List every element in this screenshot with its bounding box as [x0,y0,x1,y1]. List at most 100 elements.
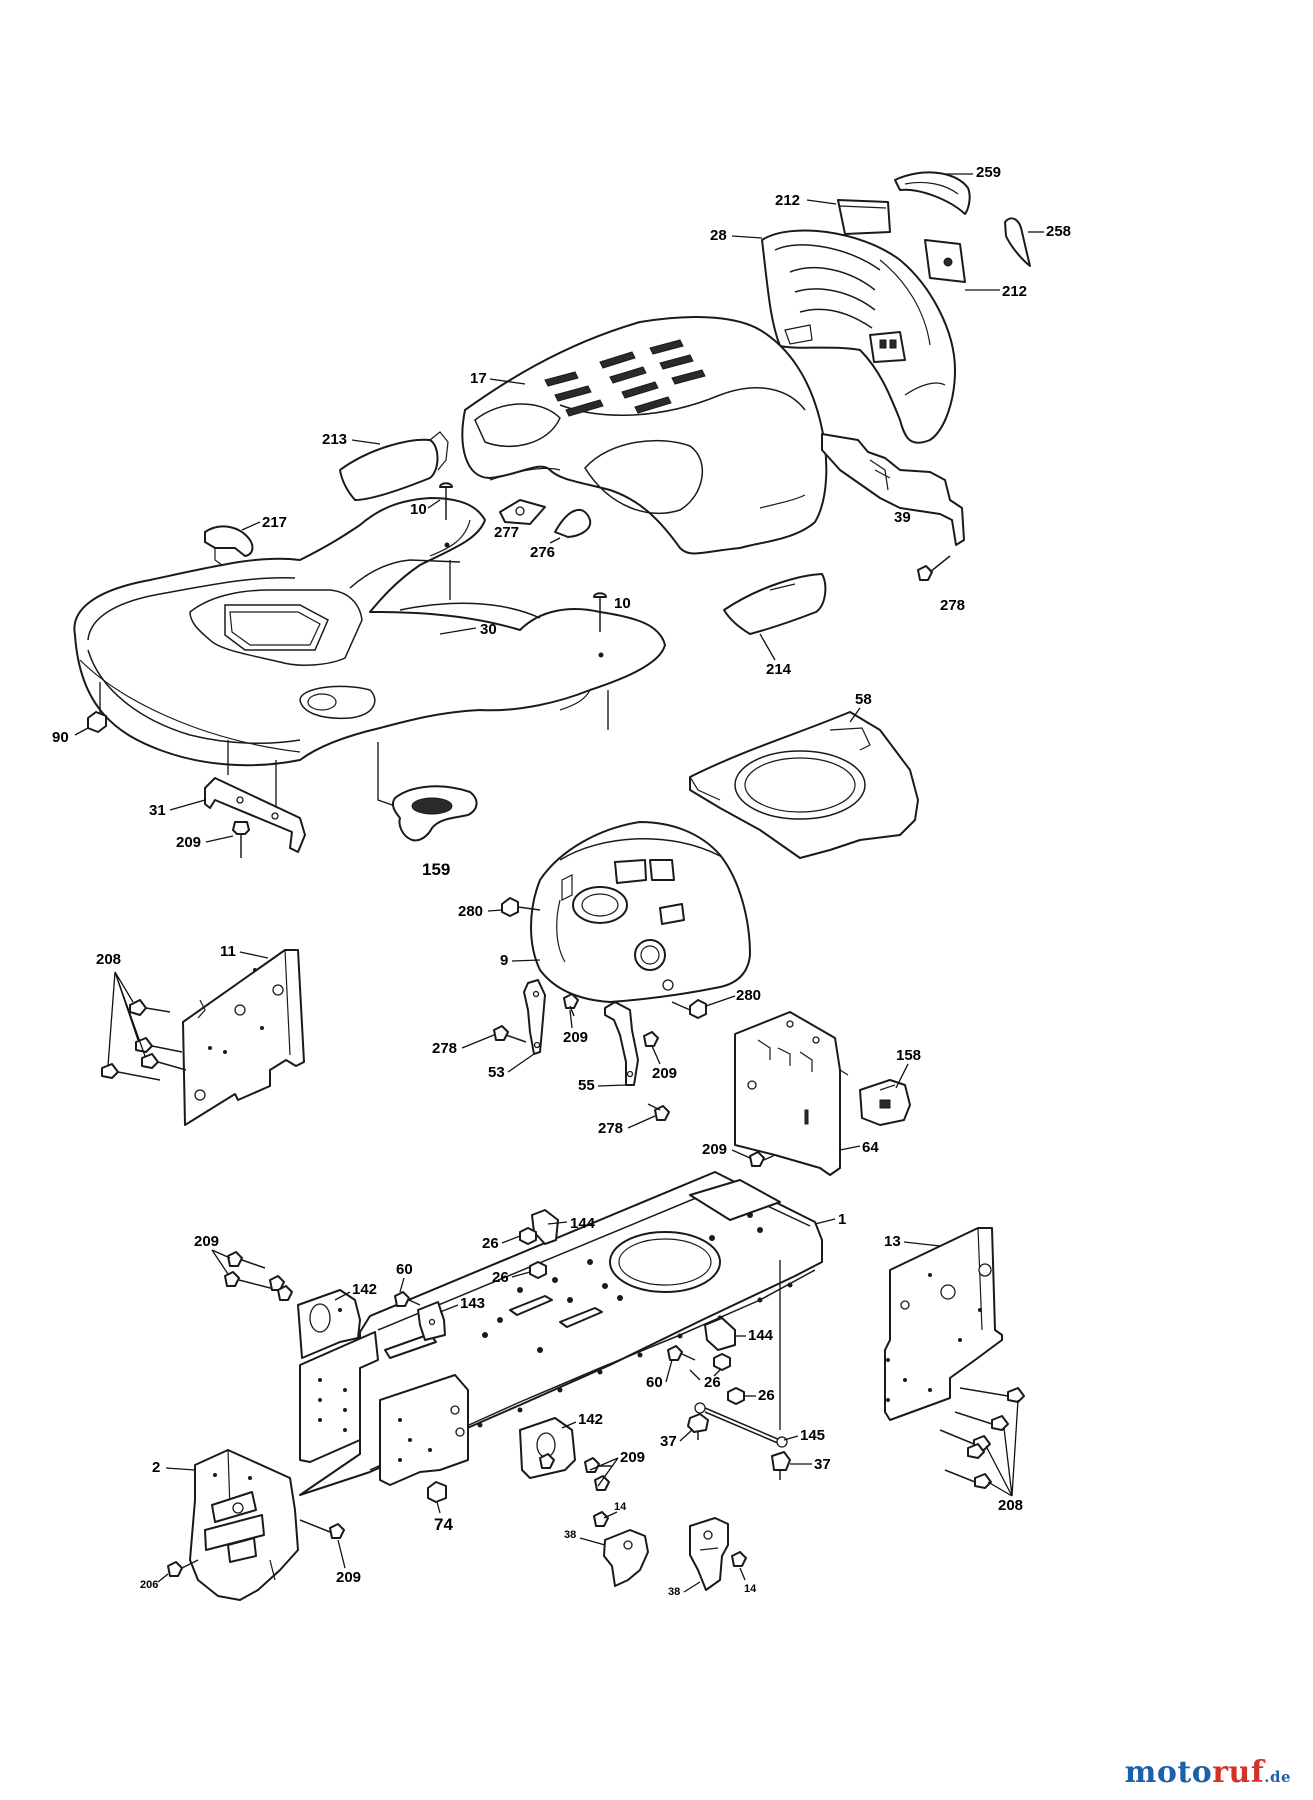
label-212-lower: 212 [1002,283,1027,300]
label-278-low: 278 [598,1120,623,1137]
label-209-bracket: 209 [702,1141,727,1158]
part-208-bolts-left [101,999,187,1081]
part-280-bolt-b [671,999,707,1019]
label-145: 145 [800,1427,825,1444]
part-31-bracket [204,777,306,853]
label-209-frame-left: 209 [194,1233,219,1250]
part-209-bolts-frame-left [224,1251,293,1301]
part-39-bracket [821,433,965,546]
label-55: 55 [578,1077,595,1094]
callout-labels: 259 212 28 258 212 17 213 10 277 276 39 … [52,164,1071,1598]
part-208-bolts-right [939,1387,1025,1489]
part-60-bolt-b [667,1345,696,1361]
label-277: 277 [494,524,519,541]
label-26-c: 26 [704,1374,721,1391]
part-278-bolt-a [493,1025,527,1043]
label-259: 259 [976,164,1001,181]
label-17: 17 [470,370,487,387]
part-26-nut-d [727,1387,745,1405]
part-277-bracket [499,499,546,525]
part-10-bolt-b [593,592,607,632]
part-11-side-plate [182,949,305,1126]
part-209-bolt-c [643,1031,659,1047]
part-259-lens [894,171,971,215]
part-214-side-panel [723,573,827,661]
label-159: 159 [422,860,450,879]
label-90: 90 [52,729,69,746]
label-258: 258 [1046,223,1071,240]
part-1-frame [299,1171,823,1496]
part-26-nut-b [529,1261,547,1279]
part-26-nut-a [519,1227,537,1245]
part-38-bracket-left [603,1529,649,1587]
label-64: 64 [862,1139,879,1156]
part-90-nut [87,711,107,733]
label-37-a: 37 [660,1433,677,1450]
label-10-b: 10 [614,595,631,612]
part-60-bolt-a [394,1291,421,1307]
part-145-rod [694,1402,788,1448]
part-278-bolt-b [647,1103,670,1121]
part-209-bolt-left [232,821,250,858]
brand-suffix: .de [1264,1768,1291,1786]
part-55-bracket [604,1001,639,1086]
label-144-right: 144 [748,1327,774,1344]
label-143: 143 [460,1295,485,1312]
part-53-bracket [523,979,546,1055]
label-31: 31 [149,802,166,819]
part-278-bolt-c [917,555,951,581]
label-280-a: 280 [458,903,483,920]
part-213-side-panel [339,431,449,501]
label-214: 214 [766,661,792,678]
brand-part-1: moto [1124,1755,1213,1790]
label-30: 30 [480,621,497,638]
brand-part-2: ruf [1212,1755,1265,1790]
part-9-dash [530,821,751,1003]
label-144-top: 144 [570,1215,596,1232]
part-2-front-bracket [189,1449,299,1601]
part-258-clip [1004,217,1031,267]
part-142-bracket-left [297,1289,361,1359]
label-60-b: 60 [646,1374,663,1391]
part-28-grille [761,229,956,444]
label-9: 9 [500,952,508,969]
site-watermark: motoruf.de [1125,1755,1291,1790]
part-17-hood [461,315,828,555]
label-39: 39 [894,509,911,526]
label-38-right: 38 [668,1586,680,1598]
label-217: 217 [262,514,287,531]
part-209-bolt-bracket [749,1151,776,1167]
part-64-bracket [734,1011,849,1176]
part-212-lamp-upper [837,199,891,235]
part-26-nut-c [713,1353,731,1371]
label-212-upper: 212 [775,192,800,209]
label-10-a: 10 [410,501,427,518]
part-58-shroud [689,711,919,859]
part-37-bolt-b [771,1451,791,1480]
label-278-mid: 278 [432,1040,457,1057]
label-142-right: 142 [578,1411,603,1428]
label-14-a: 14 [614,1501,627,1513]
label-26-d: 26 [758,1387,775,1404]
label-209-frame-right: 209 [620,1449,645,1466]
label-38-left: 38 [564,1529,576,1541]
label-209-mid: 209 [563,1029,588,1046]
hood-vents [544,339,706,417]
label-60-a: 60 [396,1261,413,1278]
part-276-seal [554,509,592,538]
label-53: 53 [488,1064,505,1081]
part-158-switch [859,1079,911,1126]
label-11: 11 [220,943,236,960]
part-209-bolt-bottom [299,1519,345,1539]
label-276: 276 [530,544,555,561]
label-37-b: 37 [814,1456,831,1473]
part-143-plate [417,1301,446,1341]
part-30-fender-deck [73,497,666,813]
label-278-top: 278 [940,597,965,614]
part-74-nut [427,1481,447,1503]
part-14-bolt-a [593,1511,609,1527]
label-14-b: 14 [744,1583,757,1595]
label-158: 158 [896,1047,921,1064]
label-13: 13 [884,1233,901,1250]
label-58: 58 [855,691,872,708]
